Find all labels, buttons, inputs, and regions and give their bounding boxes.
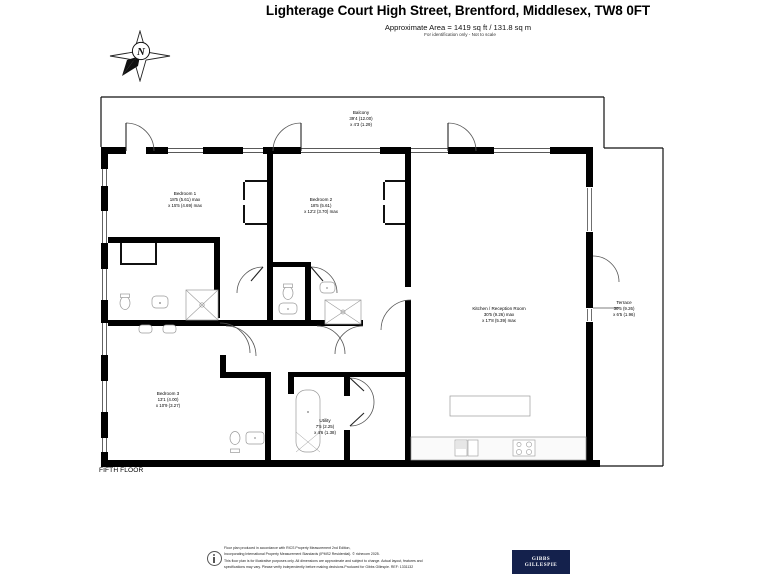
room-label: Utility 7'5 (2.25) x 4'6 (1.38) bbox=[314, 418, 336, 435]
area-disclaimer: For identification only - Not to scale bbox=[424, 32, 496, 37]
room-name: Bedroom 1 bbox=[173, 191, 197, 196]
footer-line-3: This floor plan is for illustrative purp… bbox=[224, 558, 423, 563]
left-windows bbox=[102, 169, 107, 452]
room-dim-2: x 10'9 (3.27) bbox=[155, 402, 181, 408]
room-dim-1: 7'5 (2.25) bbox=[315, 423, 335, 429]
room-name: Kitchen / Reception Room bbox=[472, 306, 526, 311]
terrace-doors bbox=[587, 188, 592, 321]
page-title: Lighterage Court High Street, Brentford,… bbox=[265, 3, 651, 18]
room-dim-2: x 4'3 (1.29) bbox=[350, 121, 372, 127]
gibbs-gillespie-logo: GIBBS GILLESPIE bbox=[512, 550, 570, 574]
room-name: Bedroom 2 bbox=[309, 197, 333, 202]
room-dim-1: 18'5 (5.61) max bbox=[169, 196, 201, 202]
kitchen-fittings bbox=[410, 395, 587, 461]
door-leaves bbox=[125, 123, 449, 427]
room-label: Balcony 39'4 (12.00) x 4'3 (1.29) bbox=[349, 110, 372, 127]
room-label: Bedroom 3 13'1 (4.00) x 10'9 (3.27) bbox=[156, 391, 180, 408]
shower-room-fixtures bbox=[319, 281, 362, 325]
room-name: Bedroom 3 bbox=[156, 391, 180, 396]
room-dim-1: 30'5 (9.26) bbox=[613, 305, 635, 311]
logo-line-2: GILLESPIE bbox=[524, 562, 558, 568]
front-windows bbox=[168, 148, 550, 153]
room-label: Terrace 30'5 (9.26) x 6'5 (1.96) bbox=[613, 300, 635, 317]
footer-line-1: Floor plan produced in accordance with R… bbox=[224, 546, 351, 550]
room-label: Bedroom 1 18'5 (5.61) max x 15'5 (4.69) … bbox=[168, 191, 202, 208]
room-dim-2: x 4'6 (1.38) bbox=[314, 429, 336, 435]
bathroom-fixtures-lower bbox=[229, 389, 321, 453]
room-dim-1: 30'5 (9.26) max bbox=[483, 311, 515, 317]
room-dim-1: 13'1 (4.00) bbox=[157, 396, 179, 402]
room-dim-2: x 12'2 (3.70) max bbox=[304, 208, 338, 214]
ensuite-fixtures-1 bbox=[119, 289, 219, 334]
footer-disclaimer: Floor plan produced in accordance with R… bbox=[224, 545, 423, 570]
room-dim-1: 39'4 (12.00) bbox=[349, 115, 373, 121]
room-dim-2: x 15'5 (4.69) max bbox=[168, 202, 202, 208]
door-swings bbox=[125, 122, 620, 427]
room-name: Terrace bbox=[616, 300, 632, 305]
room-dim-1: 18'5 (5.61) bbox=[310, 202, 332, 208]
room-label: Kitchen / Reception Room 30'5 (9.26) max… bbox=[472, 306, 525, 323]
bathroom-fixtures-central bbox=[278, 283, 298, 315]
room-name: Utility bbox=[319, 418, 331, 423]
compass-north-label: N bbox=[136, 46, 146, 58]
room-dim-2: x 17'8 (5.39) max bbox=[482, 317, 516, 323]
floor-level-label: FIFTH FLOOR bbox=[99, 467, 144, 474]
room-dim-2: x 6'5 (1.96) bbox=[613, 311, 635, 317]
room-name: Balcony bbox=[352, 110, 370, 115]
thin-walls bbox=[120, 180, 405, 265]
info-icon bbox=[207, 551, 222, 566]
footer-line-4: specifications may vary. Please verify i… bbox=[224, 565, 414, 570]
logo-line-1: GIBBS bbox=[531, 556, 551, 562]
outer-boundary bbox=[100, 96, 664, 467]
approximate-area: Approximate Area = 1419 sq ft / 131.8 sq… bbox=[384, 23, 532, 32]
structural-walls bbox=[101, 147, 592, 467]
room-label: Bedroom 2 18'5 (5.61) x 12'2 (3.70) max bbox=[304, 197, 338, 214]
footer-line-2: Incorporating International Property Mea… bbox=[224, 552, 380, 557]
compass-icon: N bbox=[108, 29, 172, 83]
